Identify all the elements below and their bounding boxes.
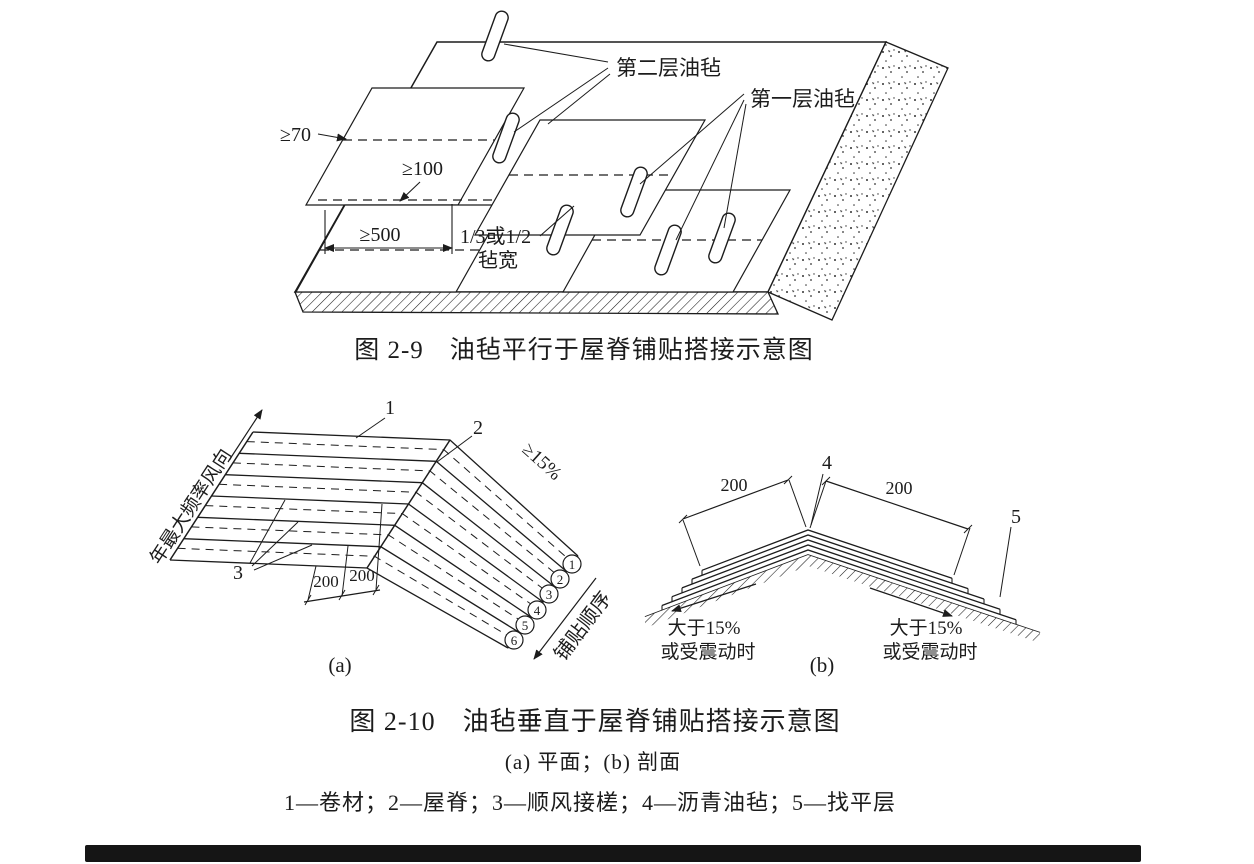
section-dim-200-left (678, 475, 807, 567)
leader-lines-first-layer (639, 93, 747, 241)
callout-2-leader (436, 435, 473, 463)
felt-roll-4 (620, 166, 648, 218)
sequence-number-6: 6 (511, 633, 518, 648)
figure-2-9-drawing (293, 10, 949, 321)
dimension-marks (317, 133, 575, 254)
section-steps (661, 570, 1017, 625)
dim-200-left-label: 200 (721, 475, 748, 495)
callout-1-label: 1 (385, 397, 395, 419)
figure-2-10-legend: 1—卷材；2—屋脊；3—顺风接槎；4—沥青油毡；5—找平层 (283, 790, 896, 815)
figure-2-10a-texts: 年最大频率风向 1 2 3 ≥15% 200 200 铺贴顺序 1 2 3 4 … (146, 397, 617, 677)
felt-rolls (481, 10, 736, 276)
sequence-circle-4 (527, 600, 547, 620)
dim-min70-arrow (317, 133, 347, 142)
slope-arrow-right (869, 587, 953, 617)
sequence-circle-6 (504, 630, 524, 650)
slope-note-left-line1: 大于15% (668, 617, 741, 639)
callout-5-label: 5 (1011, 506, 1021, 528)
dim-200-a-label: 200 (313, 572, 339, 591)
plan-dim-200 (303, 503, 383, 606)
slab-front-edge (294, 291, 780, 315)
slope-note-right-line1: 大于15% (890, 617, 963, 639)
laying-order-arrow (533, 577, 597, 660)
dim-200-b-label: 200 (349, 566, 375, 585)
sequence-number-2: 2 (557, 572, 564, 587)
slope-note-right-line2: 或受震动时 (882, 641, 977, 663)
callout-3-leader (249, 499, 286, 564)
figure-2-10-subcaption: (a) 平面；(b) 剖面 (504, 750, 682, 774)
plan-left-edge (169, 431, 254, 561)
figure-2-10b-drawing (644, 473, 1041, 643)
callout-4-label: 4 (822, 452, 832, 474)
sequence-number-4: 4 (534, 603, 541, 618)
figure-2-10b-texts: 200 200 4 5 大于15% 或受震动时 大于15% 或受震动时 (b) (660, 452, 1021, 677)
dim-200-right-label: 200 (886, 478, 913, 498)
felt-sheet-3 (473, 119, 707, 236)
wind-arrow (227, 409, 263, 463)
leader-lines-second-layer (503, 43, 611, 133)
sequence-circle-1 (562, 554, 582, 574)
plan-ridge-line (366, 439, 451, 569)
dim-min70-label: ≥70 (280, 124, 311, 146)
dim-min100-arrow (399, 181, 421, 202)
felt-roll-1 (481, 10, 509, 62)
sequence-circles (504, 554, 582, 650)
callout-1-leader (355, 417, 386, 439)
second-layer-label: 第二层油毡 (616, 56, 721, 80)
scan-artifact-bar (85, 845, 1141, 862)
sequence-circle-5 (515, 615, 535, 635)
sequence-circle-3 (539, 584, 559, 604)
dim-min500-label: ≥500 (360, 224, 401, 246)
felt-roll-6 (708, 212, 736, 264)
slope-note-left-line2: 或受震动时 (660, 641, 755, 663)
section-dim-200-right (809, 476, 973, 576)
felt-roll-5 (654, 224, 682, 276)
slab-end-face (767, 41, 949, 321)
sequence-number-5: 5 (522, 618, 529, 633)
sequence-circle-2 (550, 569, 570, 589)
felt-roll-3 (546, 204, 574, 256)
plan-sublabel: (a) (328, 653, 351, 677)
callout-3-label: 3 (233, 562, 243, 584)
figure-2-10a-drawing (169, 409, 597, 660)
screed-hatch (645, 555, 1040, 643)
dim-min100-label: ≥100 (402, 158, 443, 180)
slope-label: ≥15% (518, 439, 566, 485)
callout-2-label: 2 (473, 417, 483, 439)
slope-arrow-left (671, 583, 757, 613)
sequence-number-3: 3 (546, 587, 553, 602)
callout-3-leader (251, 521, 299, 567)
section-sublabel: (b) (810, 653, 835, 677)
figure-2-9-texts: 第二层油毡 第一层油毡 ≥70 ≥100 ≥500 1/3或1/2 毡宽 (280, 56, 855, 272)
sequence-number-1: 1 (569, 557, 576, 572)
overlap-width-label-line2: 毡宽 (478, 249, 518, 272)
callout-3-leader (253, 544, 313, 571)
felt-roll-2 (492, 112, 520, 164)
callout-4-leader (810, 473, 824, 526)
figure-2-9-caption: 图 2-9 油毡平行于屋脊铺贴搭接示意图 (354, 337, 814, 364)
figure-2-10-caption: 图 2-10 油毡垂直于屋脊铺贴搭接示意图 (349, 707, 841, 736)
overlap-width-label-line1: 1/3或1/2 (460, 225, 531, 248)
first-layer-label: 第一层油毡 (750, 87, 855, 111)
plan-callout-leaders (249, 417, 473, 571)
callout-5-leader (999, 526, 1012, 598)
overlap-width-leader (539, 205, 575, 237)
